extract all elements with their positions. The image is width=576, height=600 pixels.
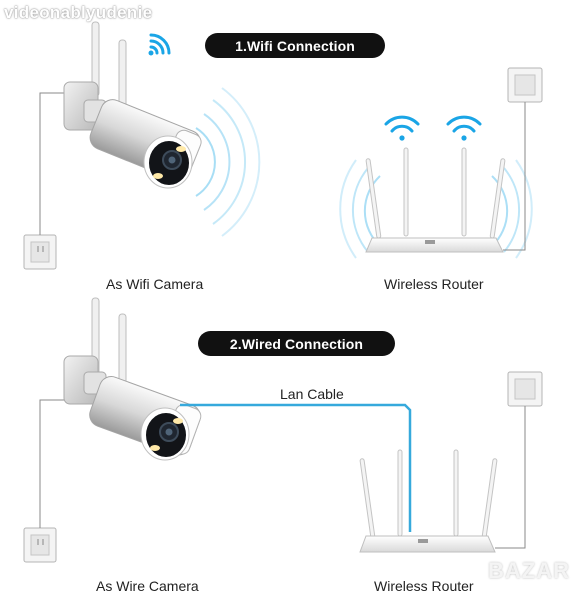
lan-cable-line: [180, 403, 412, 532]
wireless-router-1: [365, 147, 506, 253]
power-cable-router-1: [503, 102, 526, 251]
power-outlet-right-1: [507, 67, 543, 103]
caption-router-2: Wireless Router: [374, 578, 474, 594]
power-cable-camera-2: [39, 399, 70, 528]
wire-camera: [63, 297, 202, 461]
power-cable-router-2: [495, 406, 526, 549]
power-outlet-left-2: [23, 527, 57, 563]
watermark-text: videonablyudenie: [4, 3, 153, 22]
section-title-wired: 2.Wired Connection: [198, 331, 395, 356]
power-outlet-left-1: [23, 234, 57, 270]
camera-wireless-waves: [195, 87, 261, 237]
caption-wifi-camera: As Wifi Camera: [106, 276, 204, 292]
wireless-router-2: [359, 449, 498, 553]
brand-watermark: BAZAR: [488, 558, 570, 583]
wifi-signal-icon-camera: [149, 33, 171, 55]
router-wireless-waves: [339, 159, 533, 259]
section-title-wifi: 1.Wifi Connection: [205, 33, 385, 58]
power-cable-camera-1: [39, 92, 70, 235]
caption-wire-camera: As Wire Camera: [96, 578, 199, 594]
wifi-camera: [63, 21, 202, 189]
wifi-icon-router-right: [446, 115, 482, 141]
lan-cable-label: Lan Cable: [280, 386, 344, 402]
caption-router-1: Wireless Router: [384, 276, 484, 292]
power-outlet-right-2: [507, 371, 543, 407]
wifi-icon-router-left: [384, 115, 420, 141]
